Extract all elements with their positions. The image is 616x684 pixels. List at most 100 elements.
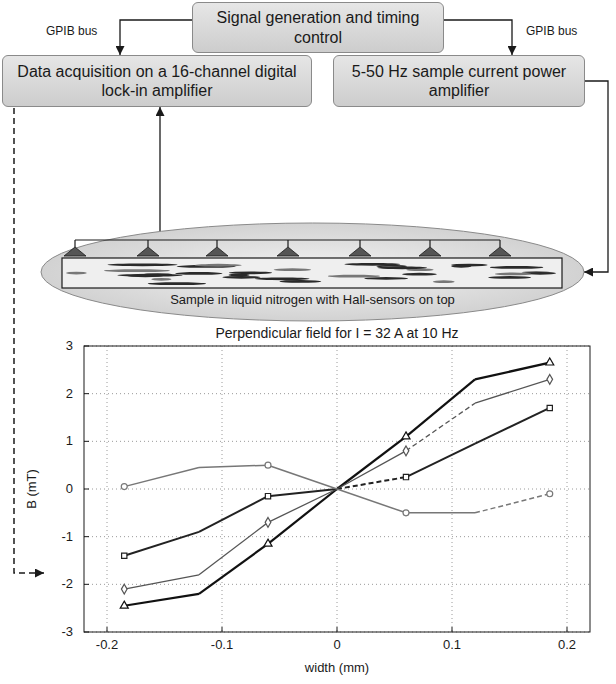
series-marker: [120, 601, 128, 608]
grain-streak: [228, 274, 249, 277]
grid-line: [222, 346, 223, 632]
grid-line: [567, 346, 568, 632]
series-line: [268, 489, 337, 544]
series-marker: [547, 491, 553, 497]
sensor-lead: [216, 240, 217, 247]
series-marker: [402, 432, 410, 439]
tick-label: 0.2: [558, 638, 576, 653]
edge-label: GPIB bus: [44, 24, 99, 38]
series-line: [475, 494, 550, 513]
series-line: [337, 451, 406, 489]
grain-streak: [104, 269, 170, 272]
grain-streak: [117, 274, 182, 277]
hall-sensor: [349, 247, 371, 256]
data-series: [121, 462, 552, 516]
hall-sensor: [64, 247, 86, 256]
grain-streak: [229, 271, 272, 274]
nitrogen-bath: [41, 223, 584, 321]
series-line: [199, 544, 268, 594]
node-text: Sample in liquid nitrogen with Hall-sens…: [170, 292, 455, 308]
grain-streak: [148, 282, 206, 285]
sample-ellipse: Sample in liquid nitrogen with Hall-sens…: [40, 222, 585, 322]
grid-line: [107, 346, 108, 632]
tick-mark: [452, 627, 453, 632]
chart-title: Perpendicular field for I = 32 A at 10 H…: [215, 325, 458, 341]
process-box: Data acquisition on a 16-channel digital…: [2, 55, 312, 107]
series-line: [337, 437, 406, 489]
series-marker: [264, 539, 272, 546]
hall-sensor: [277, 247, 299, 256]
plot-grid: [84, 346, 590, 632]
grid-line: [84, 441, 590, 442]
tick-label: 0.1: [443, 638, 461, 653]
grain-streak: [255, 277, 310, 280]
series-marker: [546, 358, 554, 365]
series-marker: [121, 484, 127, 490]
grain-streak: [488, 276, 531, 279]
series-marker: [547, 374, 553, 384]
series-line: [475, 408, 550, 444]
data-series: [120, 358, 554, 608]
grain-streak: [490, 266, 543, 269]
data-series: [121, 374, 552, 594]
hall-sensor: [137, 247, 159, 256]
series-line: [475, 363, 550, 380]
series-marker: [265, 517, 271, 527]
tick-label: 0: [66, 482, 73, 497]
series-line: [406, 379, 475, 436]
series-line: [406, 403, 475, 451]
tick-label: 0: [333, 638, 340, 653]
tick-mark: [84, 536, 89, 537]
tick-mark: [107, 627, 108, 632]
tick-label: -0.1: [211, 638, 233, 653]
tick-mark: [84, 393, 89, 394]
series-line: [124, 532, 199, 556]
tick-mark: [337, 627, 338, 632]
edge-label: GPIB bus: [524, 24, 579, 38]
series-line: [199, 522, 268, 574]
series-line: [124, 594, 199, 606]
series-line: [199, 496, 268, 532]
tick-label: -3: [61, 625, 73, 640]
series-line: [124, 575, 199, 589]
sensor-lead: [74, 240, 75, 247]
grain-streak: [377, 266, 427, 269]
series-marker: [121, 584, 127, 594]
series-marker: [265, 462, 271, 468]
grain-streak: [107, 263, 177, 266]
hall-sensor: [206, 247, 228, 256]
grain-streak: [194, 264, 241, 267]
tick-label: -2: [61, 577, 73, 592]
hall-sensor: [489, 247, 511, 256]
sensor-lead: [359, 240, 360, 247]
tick-mark: [84, 489, 89, 490]
grain-streak: [274, 268, 311, 271]
grain-streak: [279, 280, 321, 283]
axis-label: B (mT): [25, 469, 40, 509]
grain-streak: [495, 273, 531, 276]
tick-mark: [567, 627, 568, 632]
tick-label: 3: [66, 339, 73, 354]
series-marker: [547, 405, 552, 410]
series-marker: [403, 446, 409, 456]
connector: [159, 107, 160, 231]
grain-streak: [328, 275, 380, 278]
axis-label: width (mm): [305, 661, 369, 676]
grain-streak: [402, 273, 437, 276]
process-box: 5-50 Hz sample current power amplifier: [333, 55, 585, 107]
series-line: [199, 465, 268, 467]
series-line: [337, 489, 406, 513]
tick-label: -1: [61, 529, 73, 544]
grid-line: [84, 536, 590, 537]
series-line: [337, 477, 406, 489]
sample-tape: [62, 258, 562, 288]
grain-streak: [175, 272, 222, 275]
tick-label: 2: [66, 386, 73, 401]
data-series: [122, 405, 553, 558]
series-line: [124, 468, 199, 487]
grid-line: [84, 393, 590, 394]
grain-streak: [344, 263, 400, 266]
series-line: [268, 465, 337, 489]
grain-streak: [66, 272, 87, 275]
connector: [444, 20, 512, 55]
